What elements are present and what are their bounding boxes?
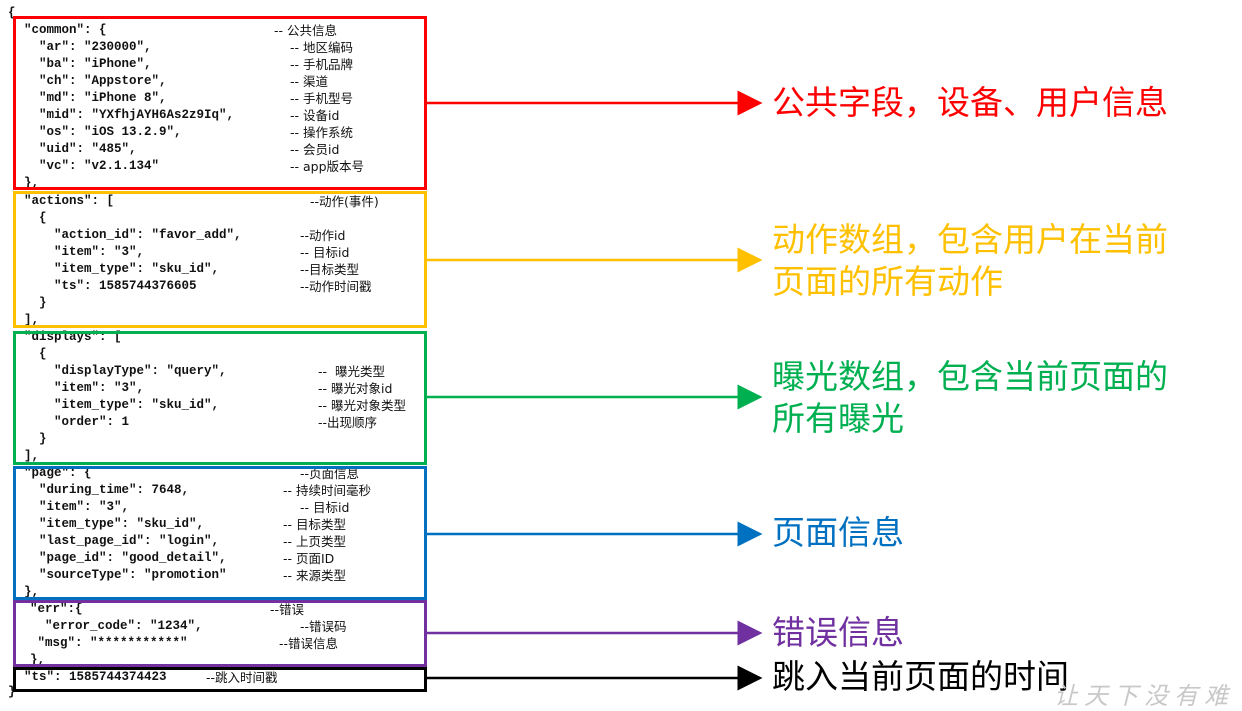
code-line: "uid": "485", [24,142,137,156]
common-section-label: 公共字段，设备、用户信息 [772,83,1168,122]
code-comment: -- 渠道 [290,74,328,89]
code-line: ], [24,313,40,327]
page-section-box [13,466,427,600]
code-line: "actions": [ [24,194,115,208]
code-line: } [24,432,47,446]
code-comment: -- 持续时间毫秒 [283,483,371,498]
code-comment: -- 曝光对象类型 [318,398,406,413]
code-comment: -- 曝光类型 [318,364,385,379]
code-line: "os": "iOS 13.2.9", [24,125,182,139]
code-line: "sourceType": "promotion" [24,568,227,582]
code-comment: --页面信息 [300,466,360,481]
code-line: }, [24,176,40,190]
err-section-label: 错误信息 [772,613,904,652]
code-line: ], [24,449,40,463]
code-comment: -- 设备id [290,108,340,123]
code-line: "vc": "v2.1.134" [24,159,160,173]
code-comment: -- 页面ID [283,551,335,566]
actions-section-box [13,191,427,328]
displays-section-label: 曝光数组，包含当前页面的 所有曝光 [772,357,1168,438]
code-comment: --跳入时间戳 [206,670,278,685]
code-line: "md": "iPhone 8", [24,91,167,105]
code-line: "error_code": "1234", [30,619,203,633]
code-line: "ts": 1585744374423 [24,670,167,684]
code-comment: --动作时间戳 [300,279,372,294]
code-line: "action_id": "favor_add", [24,228,242,242]
code-line: "ba": "iPhone", [24,57,152,71]
code-line: "ts": 1585744376605 [24,279,197,293]
code-comment: -- 目标类型 [283,517,346,532]
code-comment: --目标类型 [300,262,360,277]
code-comment: --动作(事件) [310,194,379,209]
code-comment: -- 目标id [300,500,350,515]
code-line: }, [24,585,40,599]
code-line: "item": "3", [24,245,145,259]
code-comment: -- app版本号 [290,159,365,174]
code-comment: --错误 [270,602,305,617]
code-line: "during_time": 7648, [24,483,190,497]
code-line: "item_type": "sku_id", [24,517,205,531]
code-line: "page_id": "good_detail", [24,551,227,565]
code-line: "mid": "YXfhjAYH6As2z9Iq", [24,108,235,122]
code-comment: -- 公共信息 [274,23,337,38]
code-comment: --错误码 [300,619,347,634]
json-close-brace: } [8,685,16,699]
code-line: } [24,296,47,310]
err-section-box [13,600,427,667]
code-line: "page": { [24,466,92,480]
ts-section-label: 跳入当前页面的时间 [772,657,1069,696]
code-line: "item": "3", [24,500,130,514]
code-line: "item": "3", [24,381,145,395]
code-comment: --动作id [300,228,346,243]
page-section-label: 页面信息 [772,513,904,552]
code-line: "item_type": "sku_id", [24,262,220,276]
code-line: "msg": "***********" [30,636,188,650]
ts-section-box [13,667,427,692]
code-comment: -- 手机品牌 [290,57,353,72]
code-comment: -- 上页类型 [283,534,346,549]
displays-section-box [13,331,427,465]
code-comment: --出现顺序 [318,415,378,430]
code-line: { [24,211,47,225]
code-comment: -- 曝光对象id [318,381,393,396]
json-open-brace: { [8,6,16,20]
code-comment: -- 地区编码 [290,40,353,55]
code-comment: -- 操作系统 [290,125,353,140]
code-line: }, [30,653,46,667]
code-line: "displayType": "query", [24,364,227,378]
code-line: "ch": "Appstore", [24,74,167,88]
code-line: "common": { [24,23,107,37]
code-comment: -- 手机型号 [290,91,353,106]
code-line: "ar": "230000", [24,40,152,54]
watermark: 让天下没有难 [1054,682,1234,710]
code-comment: -- 会员id [290,142,340,157]
code-line: "order": 1 [24,415,130,429]
code-comment: --错误信息 [279,636,339,651]
code-line: { [24,347,47,361]
code-line: "last_page_id": "login", [24,534,220,548]
code-line: "item_type": "sku_id", [24,398,220,412]
code-comment: -- 来源类型 [283,568,346,583]
code-line: "err":{ [30,602,83,616]
code-comment: -- 目标id [300,245,350,260]
common-section-box [13,16,427,190]
actions-section-label: 动作数组，包含用户在当前 页面的所有动作 [772,220,1168,301]
